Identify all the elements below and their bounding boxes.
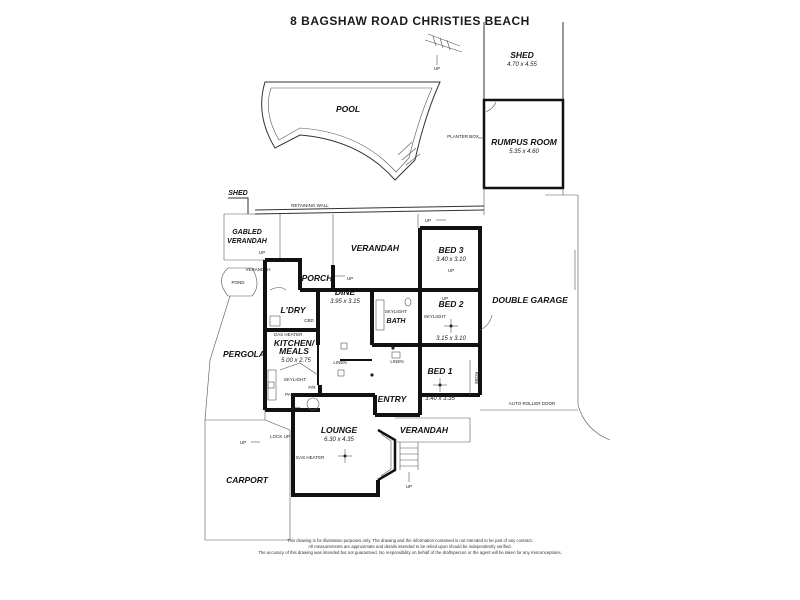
- rumpus-label: RUMPUS ROOM: [491, 137, 558, 147]
- gabled-verandah-outline: [223, 213, 419, 265]
- top-steps-up: UP: [434, 66, 440, 71]
- house-walls: [263, 226, 482, 497]
- front-verandah-label: VERANDAH: [400, 425, 449, 435]
- porch-label: PORCH: [302, 273, 334, 283]
- left-verandah-label: VERANDAH: [245, 267, 270, 272]
- lounge-dims: 6.30 x 4.35: [324, 437, 354, 443]
- top-steps: [424, 33, 463, 65]
- pool-label: POOL: [336, 104, 360, 114]
- rumpus-dims: 5.35 x 4.60: [509, 149, 539, 155]
- disclaimer-line-3: The accuracy of this drawing was intende…: [258, 550, 562, 555]
- cbd-label: CBD: [304, 318, 314, 323]
- ldry-label: L'DRY: [280, 305, 306, 315]
- lounge-label: LOUNGE: [321, 425, 358, 435]
- kitchen-fr: F/R: [308, 385, 316, 390]
- planter-label: PLANTER BOX: [447, 134, 479, 139]
- front-verandah-outline: [395, 417, 471, 482]
- top-verandah-up: UP: [425, 218, 431, 223]
- shed-outline: [483, 22, 564, 101]
- kitchen-label-2: MEALS: [279, 346, 309, 356]
- lock-up-label: LOCK UP: [270, 434, 290, 439]
- bed1-dims: 3.40 x 3.35: [425, 396, 455, 402]
- kitchen-dims: 5.00 x 2.75: [281, 358, 311, 364]
- wo-label: W/O: [292, 406, 301, 411]
- lounge-gas-heater: GAS HEATER: [296, 455, 325, 460]
- shed-dims: 4.70 x 4.55: [507, 62, 537, 68]
- gas-heater-kitchen: GAS HEATER: [274, 332, 303, 337]
- bath-skylight: SKYLIGHT: [385, 309, 408, 314]
- rumpus-outline: [482, 98, 565, 190]
- bed2-up: UP: [442, 296, 448, 301]
- pantry-label: PANTRY: [285, 392, 303, 397]
- dine-label: DINE: [335, 287, 356, 297]
- carport-label: CARPORT: [226, 475, 269, 485]
- small-shed-label: SHED: [228, 190, 247, 197]
- bed1-fan-icon: [433, 378, 447, 392]
- verandah-top-up: UP: [347, 276, 353, 281]
- bed2-dims: 3.15 x 3.10: [436, 336, 466, 342]
- pond-outline: [221, 267, 258, 297]
- double-garage-label: DOUBLE GARAGE: [492, 295, 568, 305]
- auto-roller-door-label: AUTO ROLLER DOOR: [509, 401, 556, 406]
- shed-label: SHED: [510, 50, 534, 60]
- gabled-up: UP: [259, 250, 265, 255]
- robe-label: ROBE: [474, 372, 479, 385]
- gabled-label-2: VERANDAH: [227, 238, 268, 245]
- linen-hall-label: LINEN: [390, 359, 403, 364]
- pergola-label: PERGOLA: [223, 349, 265, 359]
- pool-outline: [261, 81, 441, 181]
- bed3-dims: 3.40 x 3.10: [436, 257, 466, 263]
- bed1-label: BED 1: [427, 366, 452, 376]
- plan-title: 8 BAGSHAW ROAD CHRISTIES BEACH: [290, 14, 530, 28]
- retaining-wall-label: RETAINING WALL: [291, 203, 329, 208]
- pond-label: POND: [231, 280, 245, 285]
- gabled-label-1: GABLED: [232, 229, 262, 236]
- kitchen-label-1: KITCHEN/: [274, 338, 316, 348]
- dine-dims: 3.95 x 3.15: [330, 299, 360, 305]
- verandah-top-label: VERANDAH: [351, 243, 400, 253]
- disclaimer-line-2: All measurements are approximate and det…: [308, 544, 512, 549]
- front-steps-up: UP: [406, 484, 412, 489]
- linen-mid-label: LINEN: [333, 360, 346, 365]
- bed2-fan-icon: [444, 319, 458, 333]
- bed3-up: UP: [448, 268, 454, 273]
- entry-label: ENTRY: [378, 394, 408, 404]
- bath-label: BATH: [387, 318, 407, 325]
- bed2-label: BED 2: [438, 299, 463, 309]
- kitchen-skylight: SKYLIGHT: [284, 377, 307, 382]
- bed3-label: BED 3: [438, 245, 463, 255]
- carport-outline: [204, 419, 291, 541]
- retaining-wall: [254, 205, 485, 215]
- right-boundary: [483, 188, 611, 441]
- bed2-skylight: SKYLIGHT: [424, 314, 447, 319]
- pergola-outline: [204, 295, 266, 421]
- carport-up: UP: [240, 440, 246, 445]
- lounge-fan-icon: [338, 449, 352, 463]
- disclaimer-line-1: This drawing is for illustration purpose…: [287, 538, 533, 543]
